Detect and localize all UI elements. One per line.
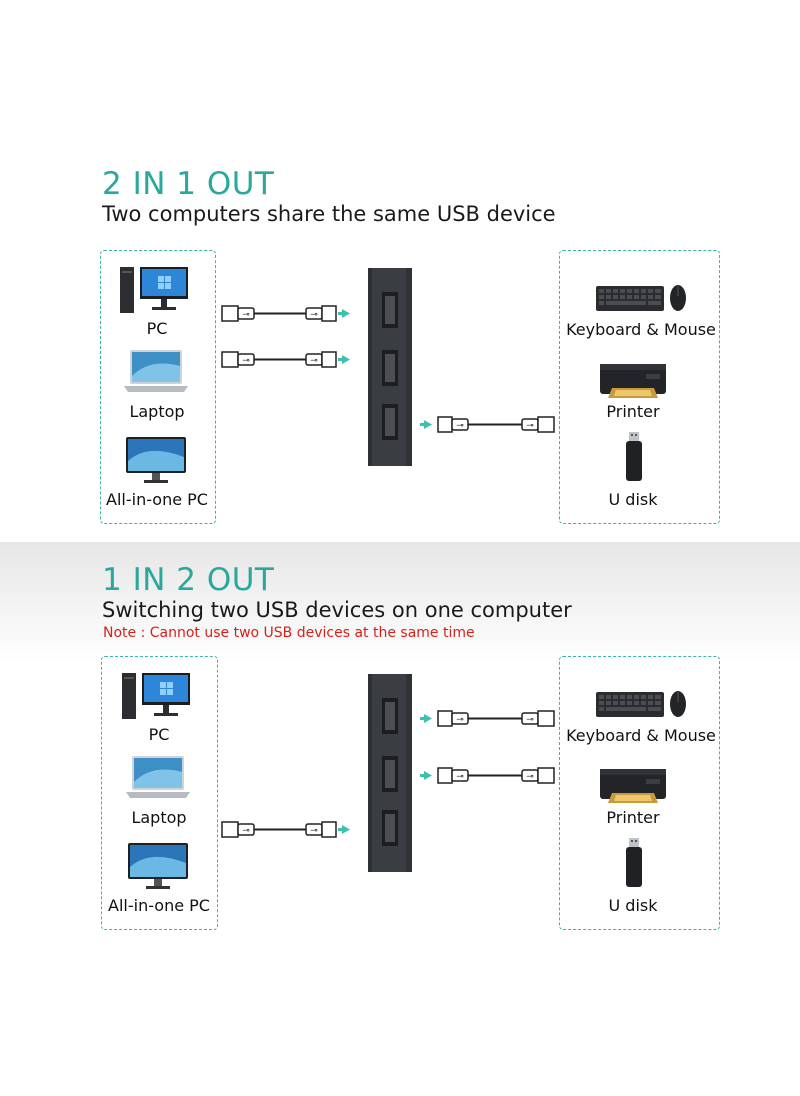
svg-text:⊸: ⊸	[526, 421, 534, 431]
all-in-one-pc-icon	[126, 437, 186, 483]
svg-text:⊸: ⊸	[526, 715, 534, 725]
top-computer-label-laptop: Laptop	[129, 402, 185, 421]
pc-icon	[122, 673, 190, 719]
bottom-computers-frame	[101, 656, 218, 930]
bottom-device-label-printer: Printer	[606, 808, 660, 827]
bottom-cable-3: ⊸ ⊸	[221, 821, 350, 838]
bottom-device-label-keyboard-mouse: Keyboard & Mouse	[566, 726, 716, 745]
keyboard-mouse-icon	[596, 285, 686, 311]
svg-text:⊸: ⊸	[242, 826, 250, 836]
top-computer-label-pc: PC	[146, 319, 168, 338]
bottom-cable-1: ⊸ ⊸	[420, 710, 555, 727]
bottom-devices-frame	[559, 656, 720, 930]
top-subtitle: Two computers share the same USB device	[102, 202, 556, 226]
bottom-computer-label-all-in-one: All-in-one PC	[108, 896, 210, 915]
top-cable-2: ⊸ ⊸	[221, 351, 350, 368]
top-usb-switch	[368, 268, 412, 466]
bottom-usb-switch	[368, 674, 412, 872]
bottom-note: Note : Cannot use two USB devices at the…	[103, 625, 475, 641]
printer-icon	[600, 769, 666, 803]
bottom-computer-label-laptop: Laptop	[131, 808, 187, 827]
svg-text:⊸: ⊸	[242, 310, 250, 320]
bottom-computer-label-pc: PC	[148, 725, 170, 744]
svg-text:⊸: ⊸	[310, 310, 318, 320]
top-computer-label-all-in-one: All-in-one PC	[106, 490, 208, 509]
svg-text:⊸: ⊸	[456, 715, 464, 725]
top-heading: 2 IN 1 OUT	[102, 166, 275, 202]
laptop-icon	[126, 756, 190, 798]
keyboard-mouse-icon	[596, 691, 686, 717]
svg-text:⊸: ⊸	[456, 421, 464, 431]
section-divider-band	[0, 542, 800, 662]
top-device-label-keyboard-mouse: Keyboard & Mouse	[566, 320, 716, 339]
top-cable-3: ⊸ ⊸	[420, 416, 555, 433]
pc-icon	[120, 267, 188, 313]
bottom-subtitle: Switching two USB devices on one compute…	[102, 598, 572, 622]
laptop-icon	[124, 350, 188, 392]
top-cable-1: ⊸ ⊸	[221, 305, 350, 322]
top-device-label-u-disk: U disk	[608, 490, 658, 509]
svg-text:⊸: ⊸	[242, 356, 250, 366]
svg-text:⊸: ⊸	[310, 826, 318, 836]
bottom-heading: 1 IN 2 OUT	[102, 562, 275, 598]
top-computers-frame	[100, 250, 216, 524]
svg-text:⊸: ⊸	[310, 356, 318, 366]
svg-text:⊸: ⊸	[526, 772, 534, 782]
printer-icon	[600, 364, 666, 398]
u-disk-icon	[626, 432, 642, 481]
top-device-label-printer: Printer	[606, 402, 660, 421]
bottom-cable-2: ⊸ ⊸	[420, 767, 555, 784]
svg-text:⊸: ⊸	[456, 772, 464, 782]
bottom-device-label-u-disk: U disk	[608, 896, 658, 915]
u-disk-icon	[626, 838, 642, 887]
top-devices-frame	[559, 250, 720, 524]
all-in-one-pc-icon	[128, 843, 188, 889]
